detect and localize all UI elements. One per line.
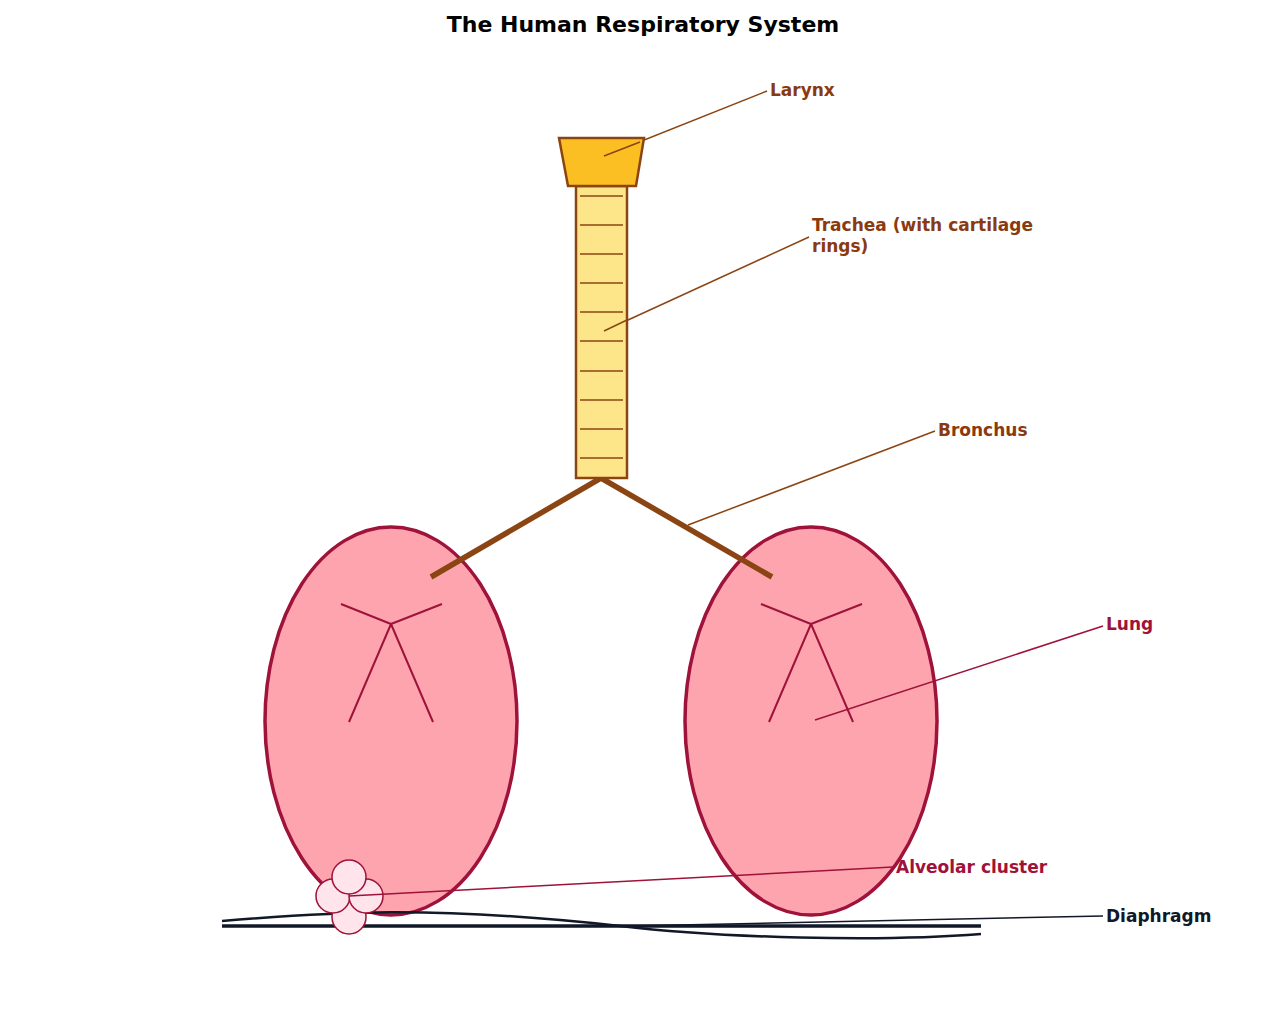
leader-line (815, 626, 1103, 720)
diagram-title: The Human Respiratory System (447, 14, 839, 35)
bronchiole-branches (341, 604, 862, 722)
larynx-shape (559, 138, 644, 186)
leader-line (688, 431, 935, 525)
part-label: Lung (1106, 614, 1276, 635)
part-label: Bronchus (938, 420, 1138, 441)
trachea-tube (576, 186, 627, 478)
part-label: Trachea (with cartilage rings) (812, 215, 1042, 257)
leader-line (604, 91, 767, 156)
cartilage-rings (580, 196, 623, 458)
leader-line (630, 916, 1103, 926)
lung-shape (265, 527, 517, 915)
bronchus-tubes (431, 478, 772, 577)
part-label: Diaphragm (1106, 906, 1276, 927)
leader-line (349, 867, 893, 896)
leader-line (604, 237, 809, 331)
part-label: Larynx (770, 80, 970, 101)
leader-line (604, 142, 640, 156)
part-label: Alveolar cluster (896, 857, 1116, 878)
leader-line (604, 320, 627, 331)
alveolar-cluster (316, 860, 383, 934)
